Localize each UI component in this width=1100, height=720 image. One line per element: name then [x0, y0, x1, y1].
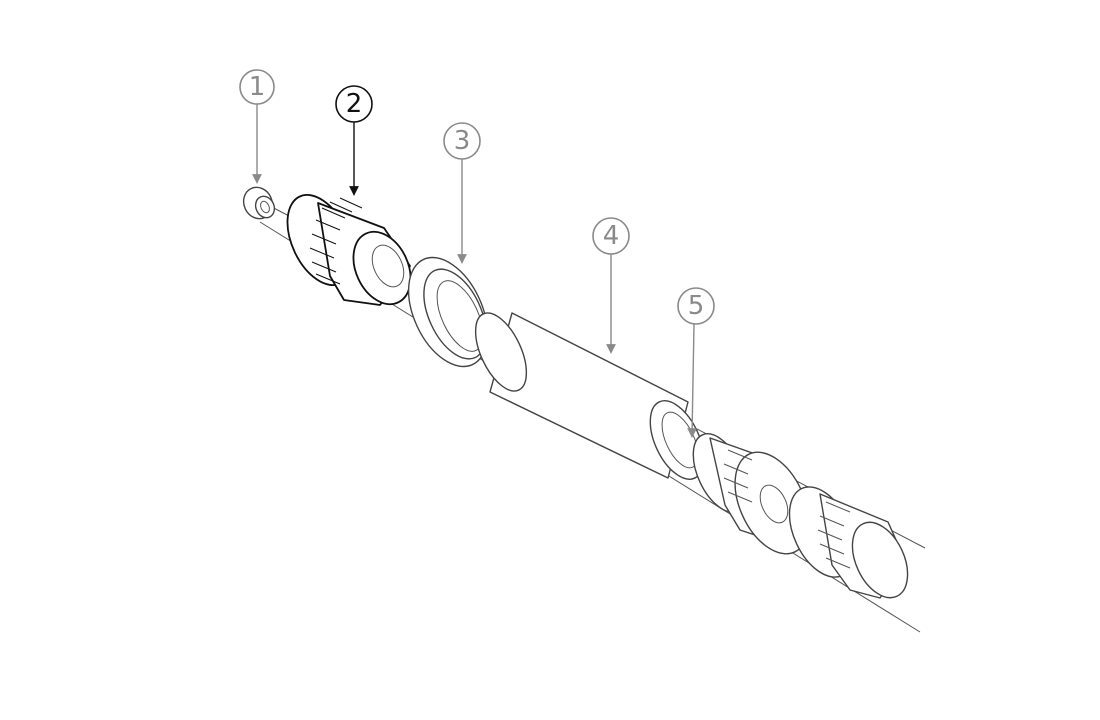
- callout-5-label: 5: [688, 291, 705, 321]
- callout-3: 3: [443, 122, 481, 264]
- part-2-pulley: [286, 194, 412, 306]
- callout-1: 1: [239, 69, 275, 184]
- part-3-ring: [407, 256, 489, 368]
- part-4-sleeve: [474, 312, 705, 480]
- callout-4-label: 4: [603, 221, 620, 251]
- callout-5: 5: [677, 287, 715, 438]
- callout-1-label: 1: [249, 72, 266, 102]
- part-5-pulley-assembly: [692, 433, 909, 599]
- callout-3-label: 3: [454, 126, 471, 156]
- part-1-nut: [242, 186, 276, 220]
- callout-2-label: 2: [346, 89, 363, 119]
- callout-4: 4: [592, 217, 630, 354]
- callout-2: 2: [335, 85, 373, 196]
